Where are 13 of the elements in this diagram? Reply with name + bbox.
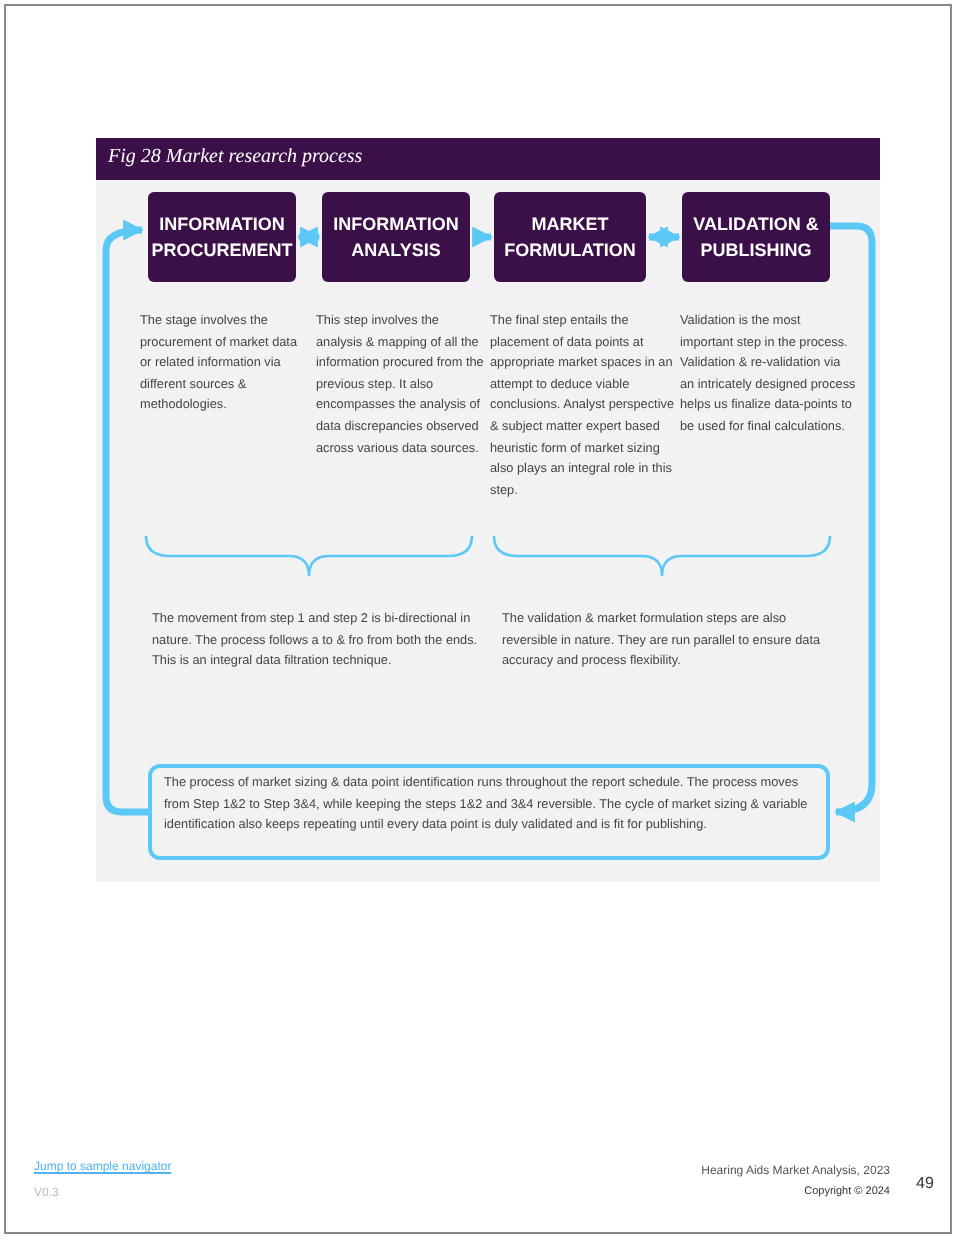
step-title: VALIDATION & PUBLISHING bbox=[691, 211, 821, 263]
process-box bbox=[494, 192, 646, 282]
arrow bbox=[646, 226, 682, 248]
step-title: MARKET FORMULATION bbox=[502, 211, 638, 263]
step-title: INFORMATION PROCUREMENT bbox=[151, 211, 293, 263]
figure-title: Fig 28 Market research process bbox=[108, 146, 363, 168]
step-title: INFORMATION ANALYSIS bbox=[331, 211, 461, 263]
page-number: 49 bbox=[916, 1174, 934, 1192]
process-box bbox=[322, 192, 470, 282]
arrow bbox=[472, 226, 494, 248]
arrow bbox=[296, 226, 322, 248]
process-box bbox=[682, 192, 830, 282]
process-box bbox=[148, 192, 296, 282]
